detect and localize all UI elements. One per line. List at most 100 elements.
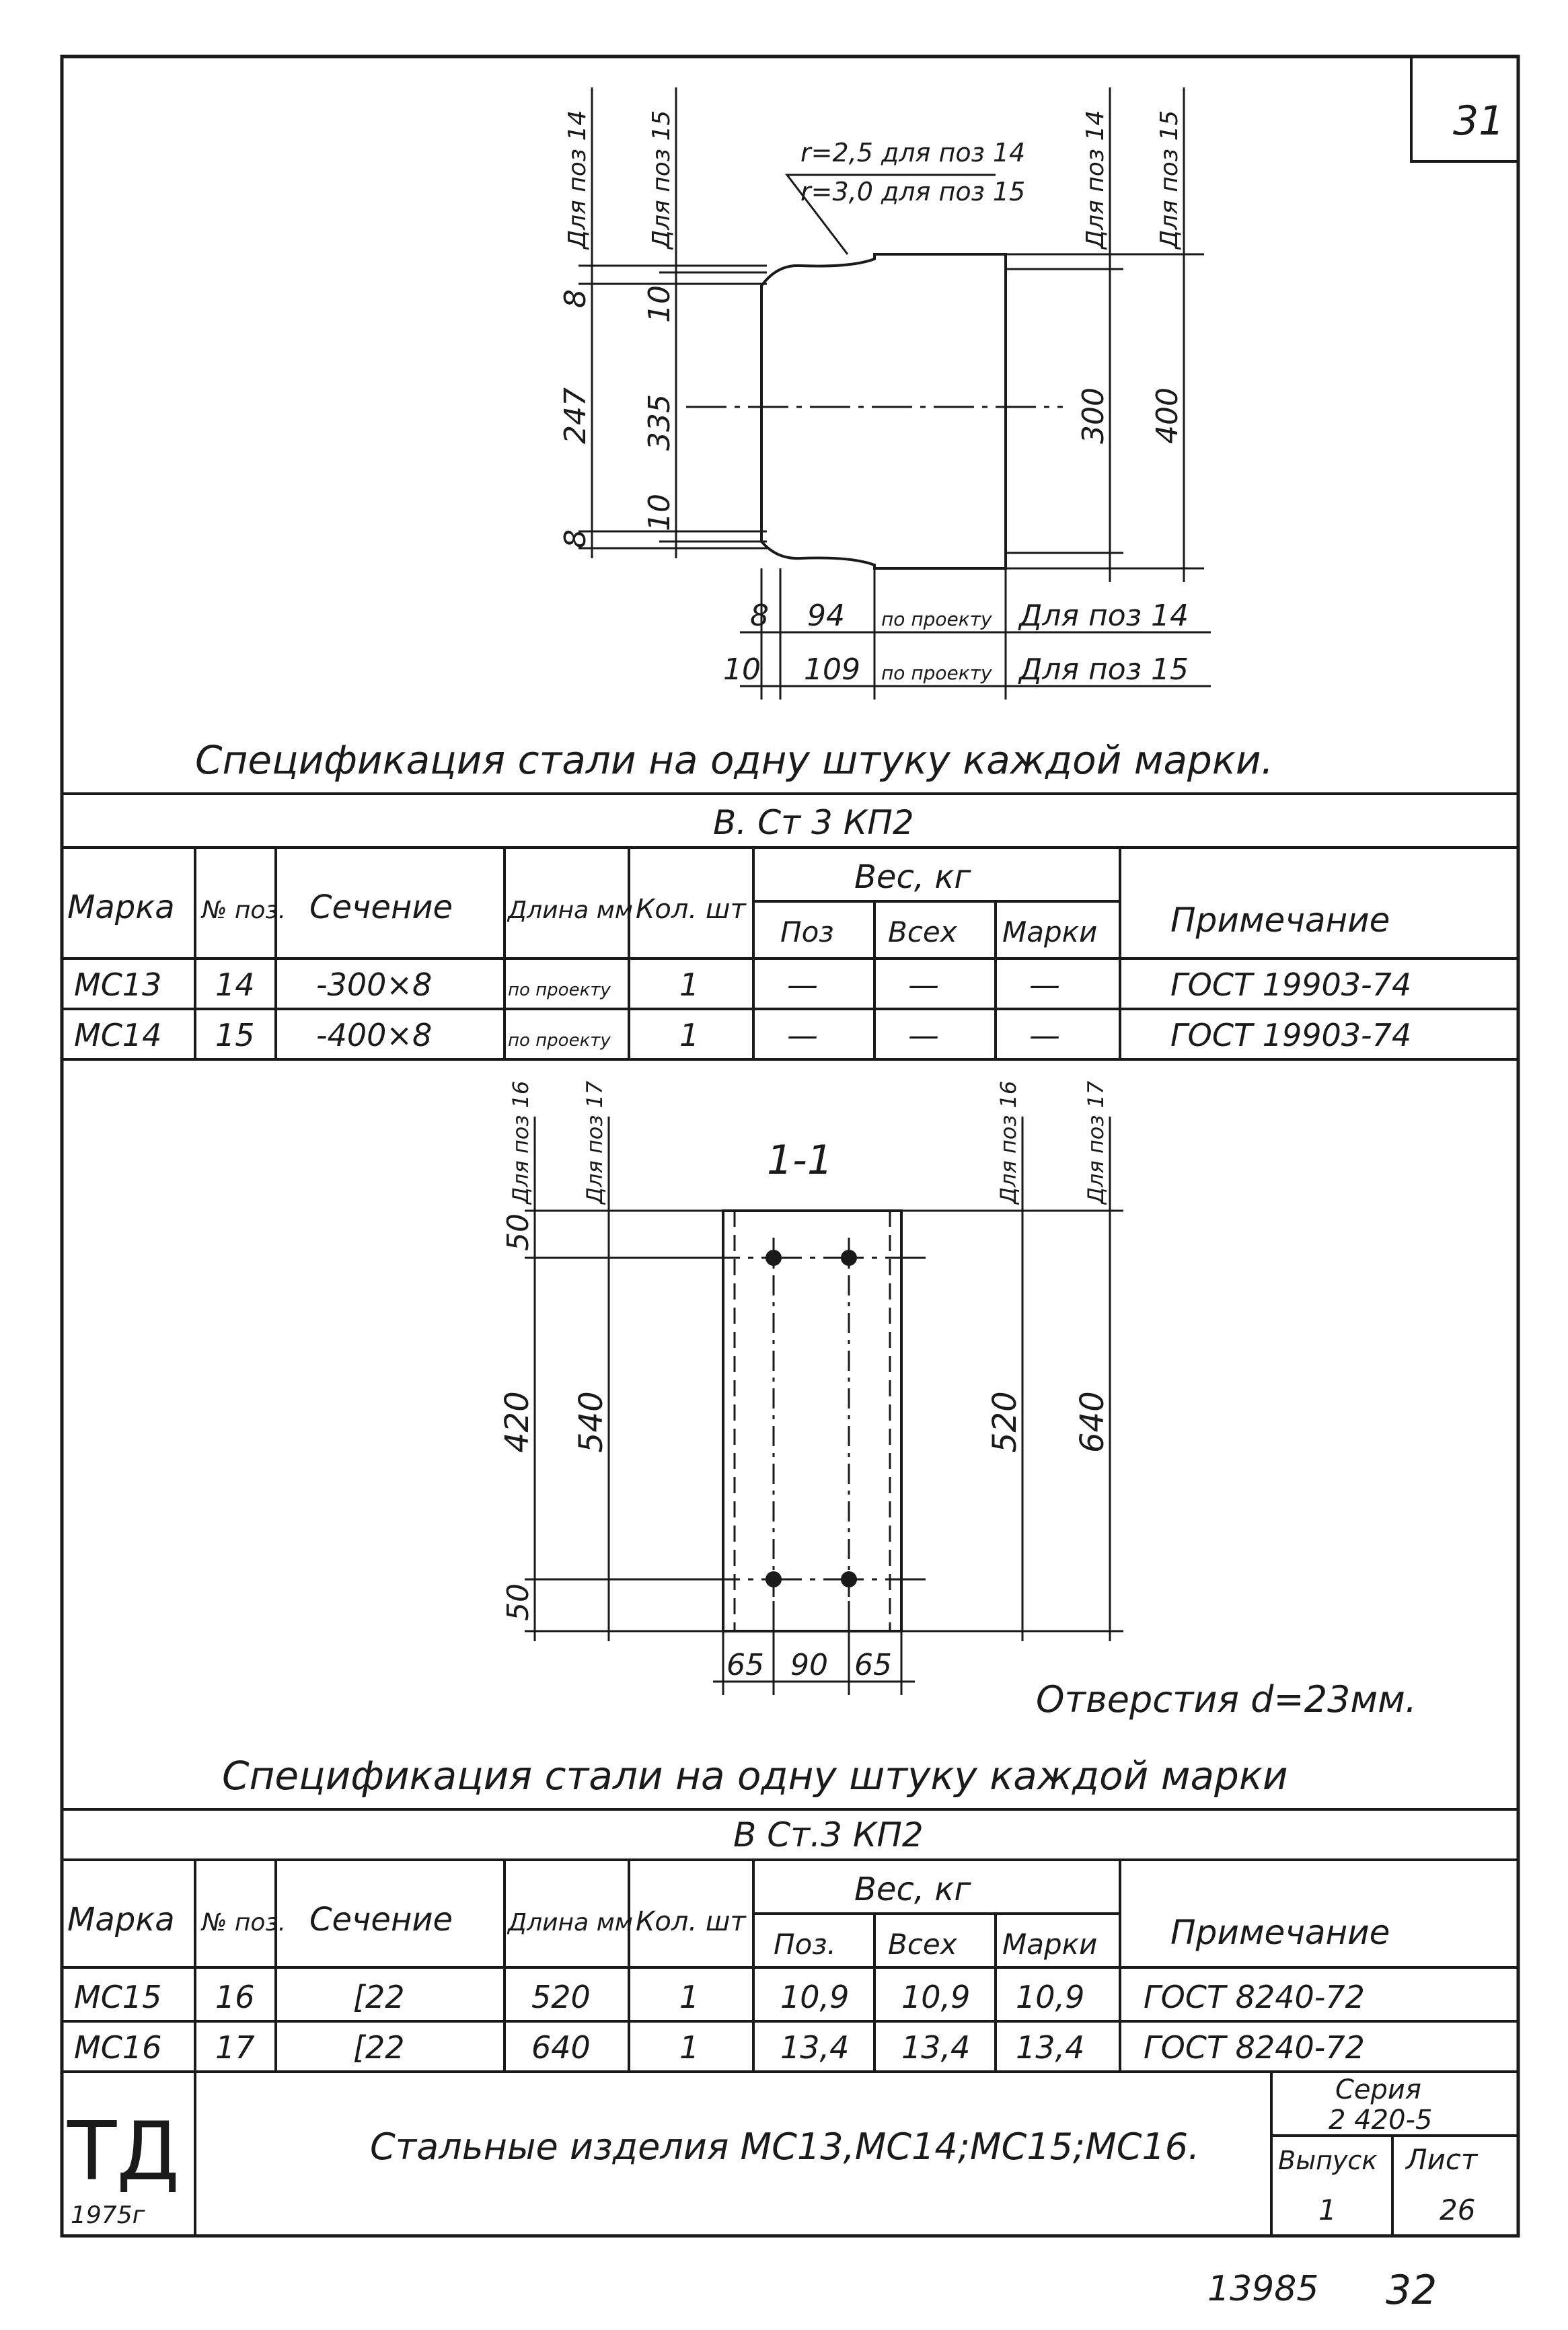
spec2-r0-marka: МС15 [74, 1979, 161, 2015]
sheet-label: Лист [1405, 2143, 1479, 2176]
spec1-r1-note: ГОСТ 19903-74 [1170, 1017, 1411, 1053]
spec1-h-pos: № поз. [200, 897, 286, 924]
row2-dim-b: 109 [804, 652, 860, 687]
dim-300: 300 [1076, 387, 1111, 444]
row1-dim-a: 8 [750, 599, 769, 633]
spec2-r1-length: 640 [531, 2029, 591, 2066]
spec1-row: МС13 14 -300×8 по проекту 1 — — — ГОСТ 1… [74, 967, 1411, 1003]
dim-90: 90 [790, 1648, 828, 1682]
hole [841, 1571, 857, 1587]
spec1-r0-section: -300×8 [316, 967, 432, 1003]
title-text: Стальные изделия МС13,МС14;МС15;МС16. [370, 2126, 1199, 2168]
title-block [194, 2072, 1518, 2236]
radius-note-2: r=3,0 для поз 15 [800, 177, 1025, 206]
spec1-r1-pos: 15 [215, 1017, 255, 1053]
spec2-r1-section: [22 [353, 2029, 404, 2066]
spec1-h-wpos: Поз [780, 915, 834, 948]
spec2-h-marka: Марка [67, 1901, 175, 1939]
spec2-r1-marka: МС16 [74, 2029, 161, 2066]
holes-note: Отверстия d=23мм. [1036, 1678, 1417, 1721]
spec2-r0-wall: 10,9 [901, 1979, 970, 2015]
spec1-h-qty: Кол. шт [636, 894, 747, 925]
spec1-r0-pos: 14 [215, 967, 255, 1003]
spec2-h-wall: Всех [888, 1928, 958, 1961]
sheet-number-box: 31 [1410, 57, 1518, 163]
spec1-h-wall: Всех [888, 915, 958, 948]
spec2-r1-wall: 13,4 [901, 2029, 970, 2066]
spec2-h-qty: Кол. шт [636, 1906, 747, 1937]
spec1-row: МС14 15 -400×8 по проекту 1 — — — ГОСТ 1… [74, 1017, 1411, 1053]
spec1-r0-wmark: — [1029, 967, 1060, 1003]
spec1-h-note: Примечание [1170, 901, 1390, 940]
spec2-table [62, 1808, 1518, 2073]
spec1-r1-length: по проекту [508, 1030, 611, 1051]
dim-400: 400 [1150, 387, 1185, 444]
spec2-material: В Ст.3 КП2 [733, 1815, 924, 1854]
hole [766, 1571, 782, 1587]
spec2-r1-wmark: 13,4 [1016, 2029, 1084, 2066]
spec2-r1-qty: 1 [679, 2029, 699, 2066]
spec2-row: МС15 16 [22 520 1 10,9 10,9 10,9 ГОСТ 82… [74, 1979, 1365, 2015]
spec1-r1-wall: — [908, 1017, 939, 1053]
spec1-r0-marka: МС13 [74, 967, 161, 1003]
dim-335: 335 [642, 394, 677, 451]
row2-dim-a: 10 [723, 652, 761, 687]
spec1-r0-length: по проекту [508, 980, 611, 1000]
spec2-h-weight: Вес, кг [854, 1871, 971, 1908]
spec2-r0-qty: 1 [679, 1979, 699, 2015]
spec2-r0-wpos: 10,9 [780, 1979, 849, 2015]
label-left-pos16: Для поз 16 [508, 1081, 533, 1205]
spec1-r1-wpos: — [787, 1017, 818, 1053]
label-left-pos14: Для поз 14 [564, 110, 591, 250]
sheet-value: 26 [1440, 2193, 1475, 2226]
spec2-row: МС16 17 [22 640 1 13,4 13,4 13,4 ГОСТ 82… [74, 2029, 1365, 2066]
spec2-h-pos: № поз. [200, 1909, 286, 1937]
label-right-pos16: Для поз 16 [996, 1081, 1021, 1205]
title-year: 1975г [71, 2202, 146, 2229]
spec1-r0-wpos: — [787, 967, 818, 1003]
spec2-r0-section: [22 [353, 1979, 404, 2015]
spec2-h-section: Сечение [309, 1901, 453, 1939]
row1-label: Для поз 14 [1018, 599, 1189, 633]
issue-value: 1 [1318, 2193, 1337, 2226]
spec1-title: Спецификация стали на одну штуку каждой … [195, 737, 1273, 783]
hole [766, 1250, 782, 1266]
spec1-r0-note: ГОСТ 19903-74 [1170, 967, 1411, 1003]
channel-drawing [525, 1117, 1123, 1695]
spec1-h-marka: Марка [67, 889, 175, 926]
sheet-number: 31 [1453, 98, 1504, 145]
title-logo: ТД [67, 2105, 180, 2199]
row2-label: Для поз 15 [1018, 652, 1189, 687]
series-label: Серия [1335, 2074, 1421, 2105]
dim-10-bottom: 10 [642, 494, 677, 531]
spec1-r1-wmark: — [1029, 1017, 1060, 1053]
spec2-h-wmark: Марки [1002, 1928, 1097, 1961]
dim-10-top: 10 [642, 285, 677, 323]
spec1-h-wmark: Марки [1002, 915, 1097, 948]
dim-65-left: 65 [726, 1648, 764, 1682]
dim-540: 540 [572, 1391, 610, 1453]
spec2-h-wpos: Поз. [774, 1928, 836, 1961]
spec2-r1-wpos: 13,4 [780, 2029, 849, 2066]
spec2-h-note: Примечание [1170, 1913, 1390, 1952]
spec1-r1-section: -400×8 [316, 1017, 432, 1053]
dim-65-right: 65 [854, 1648, 892, 1682]
label-left-pos17: Для поз 17 [582, 1080, 607, 1205]
section-label: 1-1 [767, 1137, 833, 1184]
sheet-frame [60, 54, 1520, 2238]
label-left-pos15: Для поз 15 [648, 110, 675, 250]
spec1-r1-marka: МС14 [74, 1017, 161, 1053]
spec1-r0-qty: 1 [679, 967, 699, 1003]
label-right-pos17: Для поз 17 [1083, 1080, 1109, 1205]
spec1-h-length: Длина мм [507, 897, 633, 924]
footer-code: 13985 [1207, 2269, 1318, 2309]
label-right-pos14: Для поз 14 [1082, 110, 1109, 250]
dim-8-top: 8 [558, 289, 593, 308]
dim-247: 247 [558, 387, 593, 444]
spec2-r1-note: ГОСТ 8240-72 [1144, 2029, 1365, 2066]
dim-520: 520 [986, 1391, 1024, 1453]
dim-8-bottom: 8 [558, 529, 593, 548]
spec2-h-length: Длина мм [507, 1909, 633, 1937]
dim-640: 640 [1074, 1391, 1111, 1453]
